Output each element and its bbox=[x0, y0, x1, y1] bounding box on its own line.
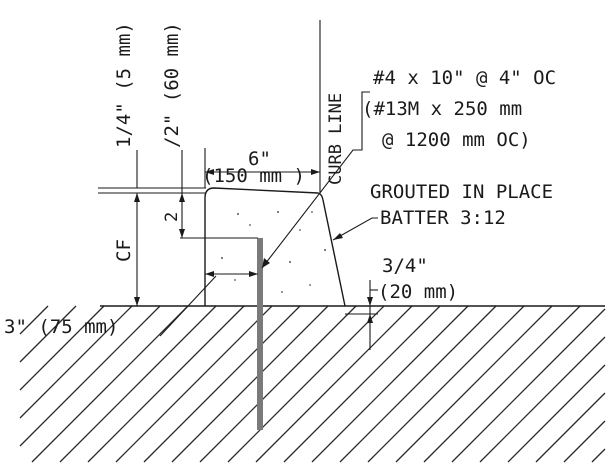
rebar-dowel bbox=[257, 238, 263, 430]
two-arrow-bottom bbox=[179, 229, 185, 238]
cf-arrow-bottom bbox=[134, 297, 140, 306]
rebar-leader-arrow bbox=[262, 258, 270, 268]
hatch-line bbox=[171, 305, 329, 463]
hatch-line bbox=[19, 305, 133, 419]
hatch-line bbox=[255, 305, 413, 463]
three-quarter-arrow-top bbox=[367, 297, 373, 306]
three-quarter-label: 3/4" bbox=[382, 255, 428, 277]
curb-outline bbox=[204, 187, 346, 307]
hatch-line bbox=[507, 364, 606, 463]
hatch-line bbox=[227, 305, 385, 463]
ground-hatch bbox=[19, 305, 606, 463]
rebar-label-2: (#13M x 250 mm bbox=[362, 98, 522, 120]
three-inch-arrow-right bbox=[249, 271, 258, 277]
rebar-label-3: @ 1200 mm OC) bbox=[382, 129, 531, 151]
cf-label: CF bbox=[113, 239, 135, 262]
rebar-leader bbox=[261, 91, 370, 269]
hatch-line bbox=[19, 305, 77, 363]
hatch-line bbox=[143, 305, 301, 463]
two-label: 2 bbox=[162, 212, 182, 222]
two-arrow-top bbox=[179, 193, 185, 202]
six-inch-label: 6" bbox=[248, 148, 271, 170]
batter-leader-arrow bbox=[333, 233, 343, 240]
batter-label: BATTER 3:12 bbox=[380, 207, 506, 229]
hatch-line bbox=[19, 305, 49, 335]
hatch-line bbox=[563, 420, 606, 463]
curb-line-label: CURB LINE bbox=[326, 93, 346, 185]
hatch-line bbox=[451, 308, 606, 463]
hatch-line bbox=[31, 305, 189, 463]
hatch-line bbox=[423, 305, 581, 463]
hatch-line bbox=[367, 305, 525, 463]
six-arrow-left bbox=[205, 169, 214, 175]
hatch-line bbox=[59, 305, 217, 463]
hatch-line bbox=[535, 392, 606, 463]
hatch-line bbox=[311, 305, 469, 463]
hatch-line bbox=[339, 305, 497, 463]
hatch-line bbox=[19, 305, 105, 391]
hatch-line bbox=[87, 305, 245, 463]
grouted-label: GROUTED IN PLACE bbox=[370, 181, 553, 203]
cf-arrow-top bbox=[134, 193, 140, 202]
hatch-line bbox=[199, 305, 357, 463]
curb-concrete-stipple bbox=[221, 211, 326, 293]
three-quarter-arrow-bottom bbox=[367, 314, 373, 323]
batter-leader bbox=[332, 217, 378, 241]
half-inch-label: /2" (60 mm) bbox=[161, 22, 183, 148]
three-quarter-mm-label: (20 mm) bbox=[378, 281, 458, 303]
hatch-line bbox=[395, 305, 553, 463]
six-arrow-right bbox=[311, 169, 320, 175]
quarter-inch-label: 1/4" (5 mm) bbox=[113, 22, 135, 148]
three-inch-arrow-left bbox=[205, 271, 214, 277]
three-inch-label: 3" (75 mm) bbox=[4, 316, 118, 338]
rebar-label-1: #4 x 10" @ 4" OC bbox=[373, 67, 556, 89]
hatch-line bbox=[115, 305, 273, 463]
hatch-line bbox=[591, 448, 606, 463]
hatch-line bbox=[19, 305, 161, 447]
hatch-line bbox=[283, 305, 441, 463]
hatch-line bbox=[479, 336, 606, 463]
three-inch-leader bbox=[159, 275, 217, 337]
six-inch-mm-label: (150 mm ) bbox=[202, 165, 305, 187]
